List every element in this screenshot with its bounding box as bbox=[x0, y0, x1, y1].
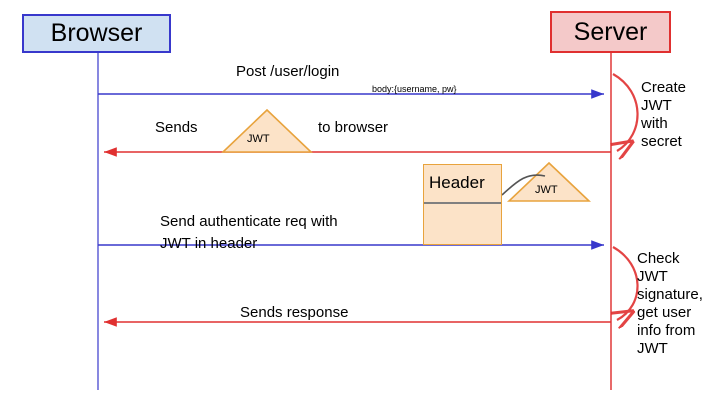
message-label-authenticate-req: Send authenticate req with JWT in header bbox=[160, 213, 338, 252]
header-object-box[interactable]: Header bbox=[423, 164, 502, 245]
self-action-note-create-jwt: Create JWT with secret bbox=[641, 79, 687, 150]
participant-browser-label: Browser bbox=[50, 19, 143, 47]
jwt-token-2-label: JWT bbox=[535, 184, 558, 196]
message-label-sends-response: Sends response bbox=[240, 304, 349, 321]
message-label-to-browser: to browser bbox=[318, 119, 389, 136]
self-action-arc-check-jwt bbox=[613, 246, 639, 320]
header-to-jwt-connector bbox=[501, 174, 546, 196]
self-action-note-check-jwt: Check JWT signature, get user info from … bbox=[637, 250, 703, 357]
jwt-token-1-label: JWT bbox=[247, 133, 270, 145]
participant-server[interactable]: Server bbox=[550, 11, 671, 53]
message-label-sends: Sends bbox=[155, 119, 198, 136]
participant-browser[interactable]: Browser bbox=[22, 14, 171, 53]
message-label-post-login: Post /user/login bbox=[236, 63, 340, 80]
header-object-divider bbox=[424, 202, 501, 204]
self-action-arc-create-jwt bbox=[613, 73, 639, 151]
message-sublabel-post-login-body: body:{username, pw} bbox=[372, 84, 457, 94]
jwt-token-1-shape bbox=[221, 108, 313, 153]
participant-server-label: Server bbox=[573, 17, 648, 46]
jwt-token-2-shape bbox=[506, 161, 592, 202]
header-object-label: Header bbox=[429, 173, 485, 192]
